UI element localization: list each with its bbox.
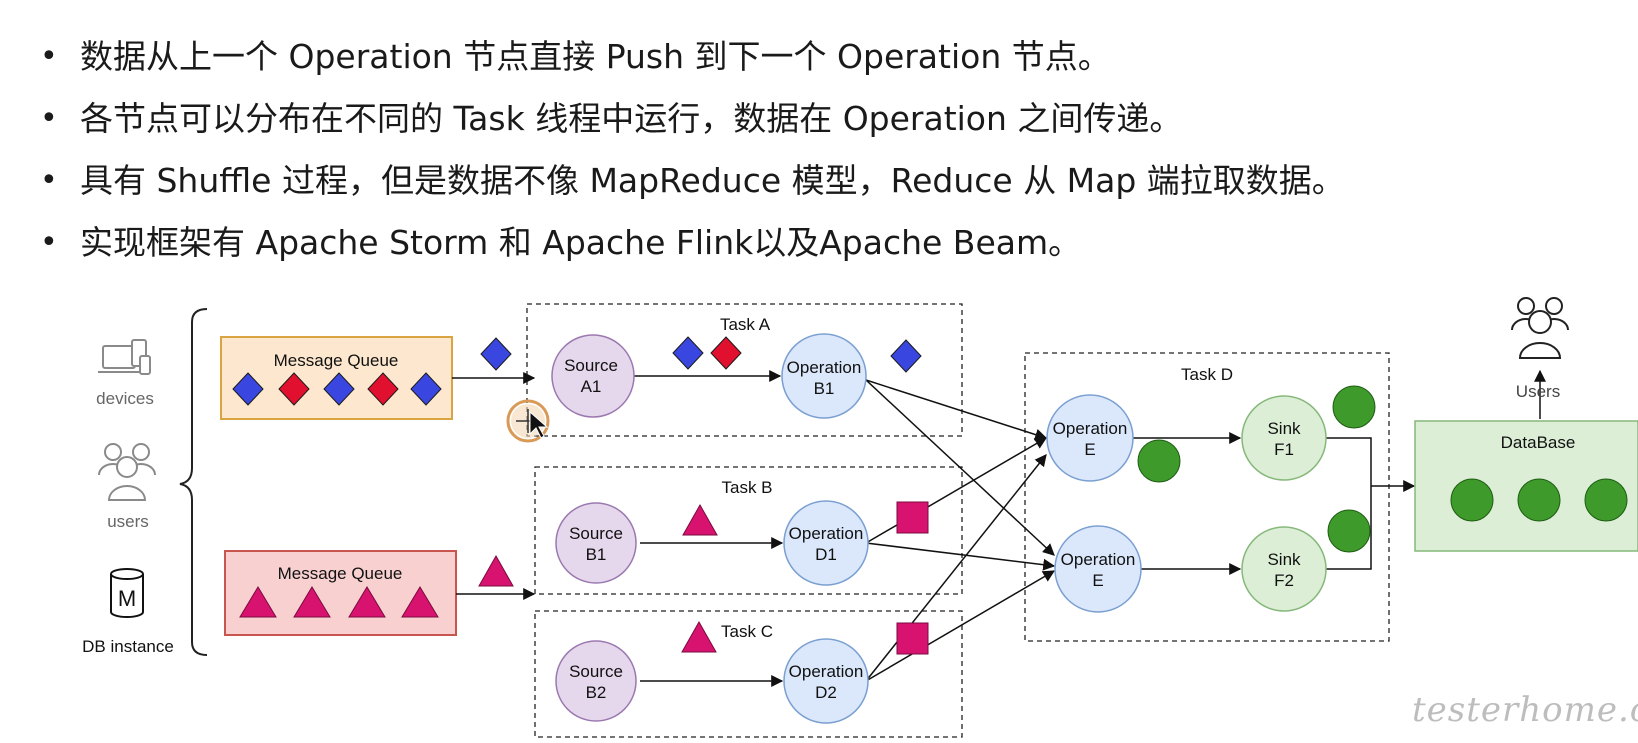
queue-top-diamonds xyxy=(232,372,442,406)
magenta-triangle xyxy=(239,586,277,618)
message-queue-bottom-label: Message Queue xyxy=(278,564,403,583)
blue-diamond xyxy=(232,372,264,406)
svg-text:F2: F2 xyxy=(1274,571,1294,590)
svg-text:A1: A1 xyxy=(581,377,602,396)
svg-text:D1: D1 xyxy=(815,545,837,564)
database-balls xyxy=(1450,478,1628,522)
svg-text:Operation: Operation xyxy=(789,524,864,543)
bullet-item: 具有 Shuffle 过程，但是数据不像 MapReduce 模型，Reduce… xyxy=(40,150,1345,212)
task-a-label: Task A xyxy=(720,315,771,334)
svg-text:Source: Source xyxy=(564,356,618,375)
task-c-label: Task C xyxy=(721,622,773,641)
green-ball xyxy=(1584,478,1628,522)
in-flight-tokens xyxy=(478,336,1376,655)
svg-text:E: E xyxy=(1092,571,1103,590)
task-b-box xyxy=(534,466,963,595)
magenta-triangle xyxy=(478,554,514,587)
green-ball xyxy=(1332,385,1376,429)
devices-label: devices xyxy=(96,389,154,408)
message-queue-top-label: Message Queue xyxy=(274,351,399,370)
red-diamond xyxy=(278,372,310,406)
blue-diamond xyxy=(323,372,355,406)
svg-text:Source: Source xyxy=(569,524,623,543)
message-queue-bottom xyxy=(224,550,457,636)
svg-text:D2: D2 xyxy=(815,683,837,702)
node-operation-e2: Operation E xyxy=(1054,525,1142,613)
bullet-item: 各节点可以分布在不同的 Task 线程中运行，数据在 Operation 之间传… xyxy=(40,88,1345,150)
edges xyxy=(452,369,1546,687)
red-diamond xyxy=(710,336,742,370)
node-operation-b1: Operation B1 xyxy=(781,333,867,419)
svg-text:B1: B1 xyxy=(586,545,607,564)
users-group-icon xyxy=(98,443,156,501)
users-label: users xyxy=(107,512,149,531)
node-sink-f1: Sink F1 xyxy=(1241,395,1327,481)
bullet-list: 数据从上一个 Operation 节点直接 Push 到下一个 Operatio… xyxy=(40,26,1345,274)
magenta-triangle xyxy=(681,620,717,653)
db-instance-label: DB instance xyxy=(82,637,174,656)
green-ball xyxy=(1327,509,1371,553)
green-ball xyxy=(1450,478,1494,522)
magenta-triangle xyxy=(401,586,439,618)
svg-text:Operation: Operation xyxy=(789,662,864,681)
task-b-label: Task B xyxy=(721,478,772,497)
task-a-box xyxy=(526,303,963,437)
svg-text:Operation: Operation xyxy=(787,358,862,377)
watermark: testerhome.com xyxy=(1412,690,1638,730)
users-top-icon xyxy=(1511,297,1569,359)
blue-diamond xyxy=(410,372,442,406)
green-ball xyxy=(1137,439,1181,483)
move-cursor-icon xyxy=(506,399,550,443)
devices-icon xyxy=(98,339,151,375)
node-source-b2: Source B2 xyxy=(555,640,637,722)
red-diamond xyxy=(367,372,399,406)
svg-text:E: E xyxy=(1084,440,1095,459)
blue-diamond xyxy=(480,337,512,371)
bullet-item: 数据从上一个 Operation 节点直接 Push 到下一个 Operatio… xyxy=(40,26,1345,88)
svg-text:B2: B2 xyxy=(586,683,607,702)
node-sink-f2: Sink F2 xyxy=(1241,526,1327,612)
users-top-label: Users xyxy=(1516,382,1560,401)
node-operation-d2: Operation D2 xyxy=(783,638,869,724)
bullet-item: 实现框架有 Apache Storm 和 Apache Flink以及Apach… xyxy=(40,212,1345,274)
database-label: DataBase xyxy=(1501,433,1576,452)
blue-diamond xyxy=(890,339,922,373)
svg-text:Operation: Operation xyxy=(1053,419,1128,438)
node-operation-e1: Operation E xyxy=(1046,394,1134,482)
magenta-triangle xyxy=(293,586,331,618)
blue-diamond xyxy=(672,336,704,370)
db-icon-letter: M xyxy=(118,586,136,611)
svg-text:B1: B1 xyxy=(814,379,835,398)
magenta-triangle xyxy=(348,586,386,618)
sources-brace xyxy=(179,308,208,656)
magenta-square xyxy=(896,501,929,534)
node-source-a1: Source A1 xyxy=(551,334,635,418)
svg-text:Source: Source xyxy=(569,662,623,681)
magenta-square xyxy=(896,622,929,655)
node-source-b1: Source B1 xyxy=(555,502,637,584)
magenta-triangle xyxy=(682,503,718,536)
svg-text:Sink: Sink xyxy=(1267,419,1301,438)
svg-text:F1: F1 xyxy=(1274,440,1294,459)
queue-bottom-triangles xyxy=(239,586,439,618)
task-d-label: Task D xyxy=(1181,365,1233,384)
task-c-box xyxy=(534,610,963,738)
svg-text:Sink: Sink xyxy=(1267,550,1301,569)
task-d-box xyxy=(1024,352,1390,642)
node-operation-d1: Operation D1 xyxy=(783,500,869,586)
green-ball xyxy=(1517,478,1561,522)
svg-text:Operation: Operation xyxy=(1061,550,1136,569)
database-icon xyxy=(110,568,144,618)
